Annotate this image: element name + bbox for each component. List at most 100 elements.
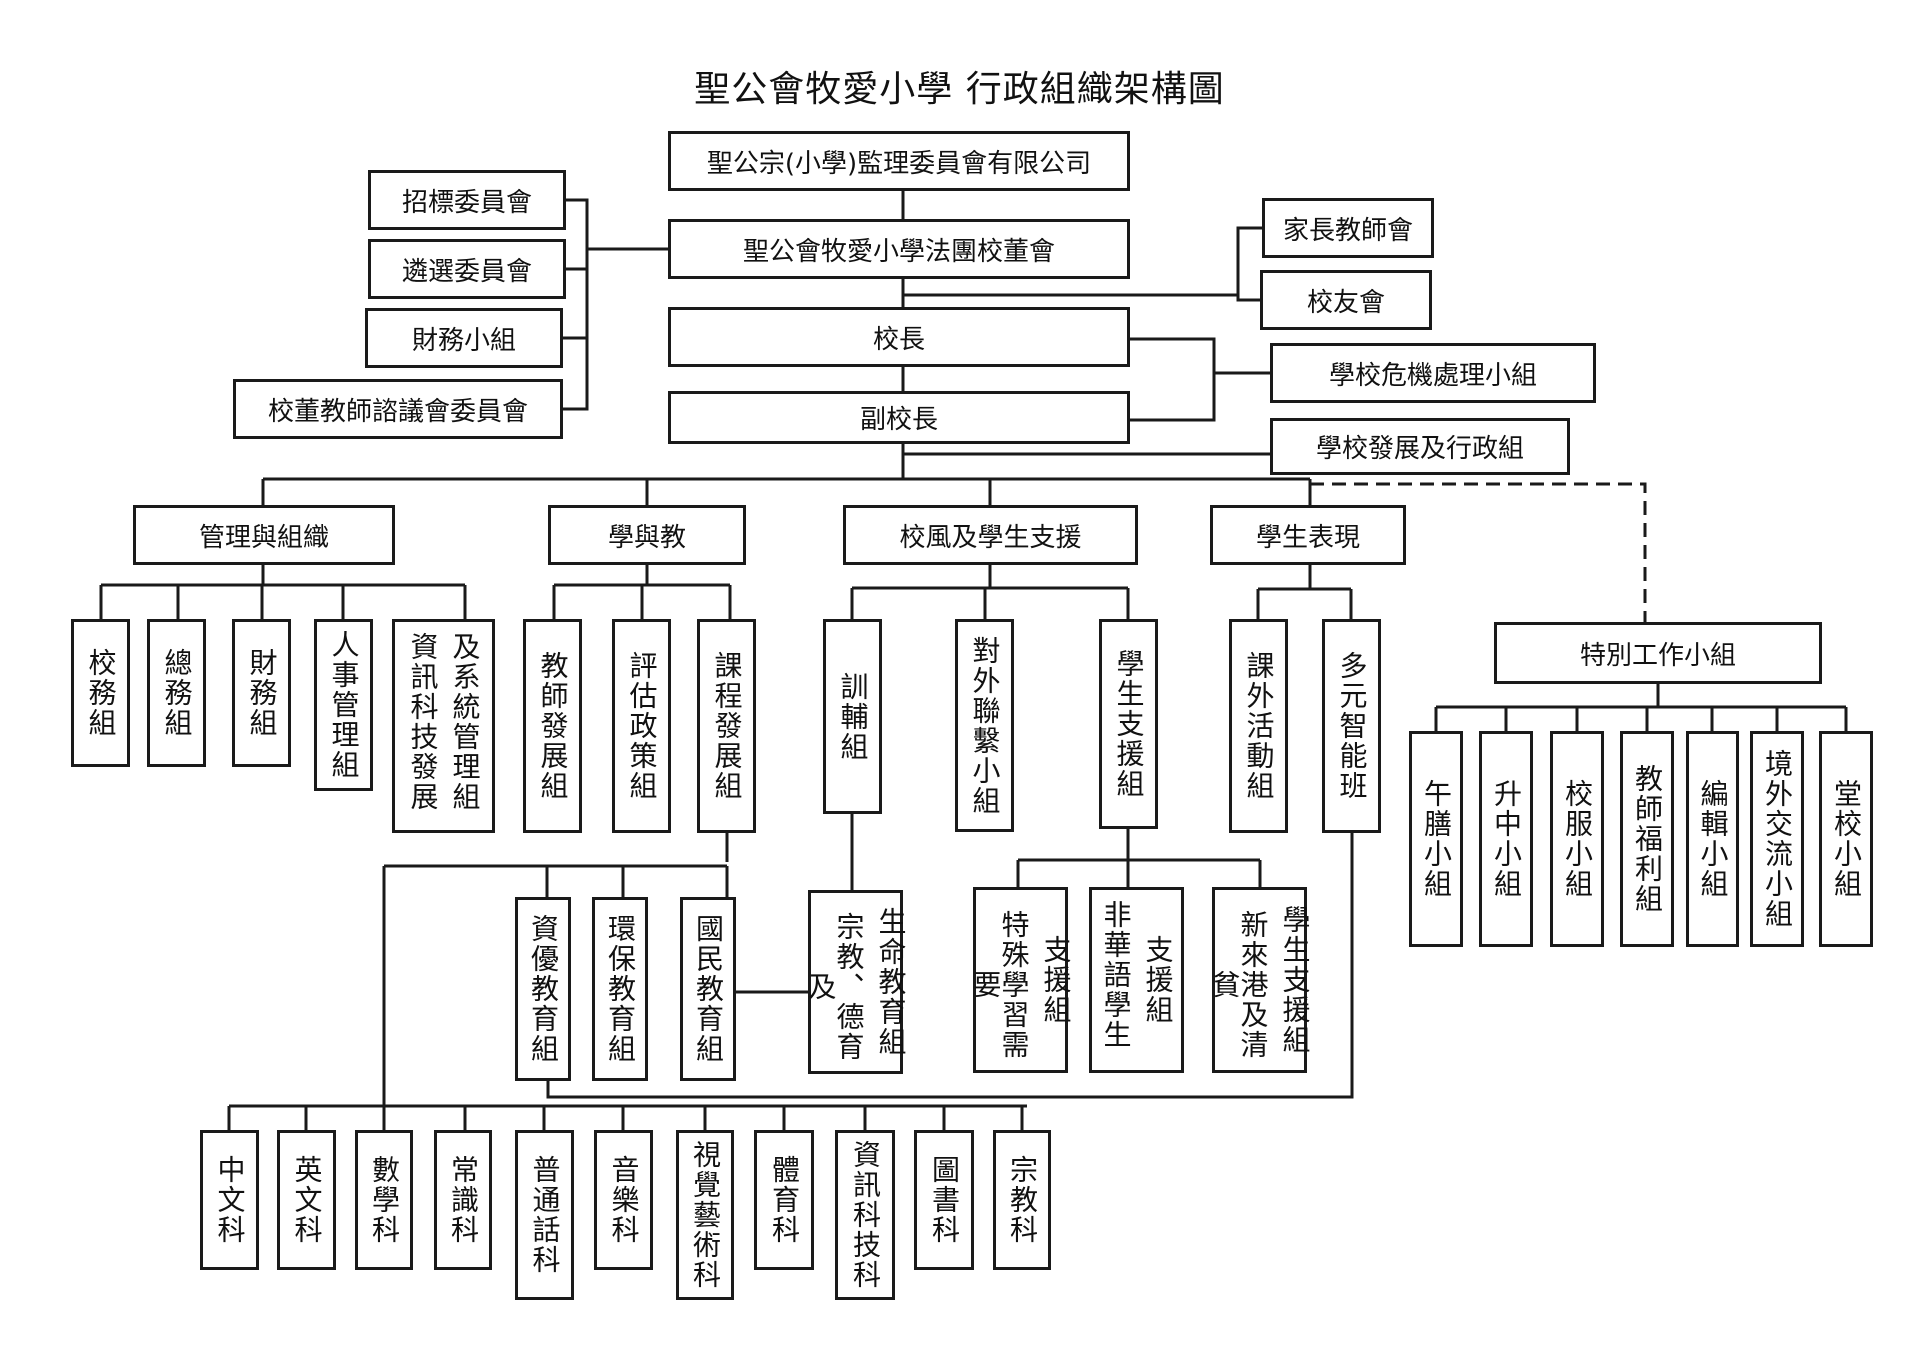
node-vice-principal[interactable]: 副校長 (668, 391, 1130, 444)
node-label: 財務小組 (411, 325, 516, 356)
node-mgmt-group[interactable]: 資訊科技發展及系統管理組 (392, 619, 495, 833)
node-division-performance[interactable]: 學生表現 (1210, 505, 1406, 565)
connector-associations-bracket (1236, 226, 1262, 302)
node-subject[interactable]: 普通話科 (515, 1130, 574, 1300)
node-ethos-group[interactable]: 對外聯繫小組 (955, 619, 1014, 832)
node-mgmt-group[interactable]: 校務組 (71, 619, 130, 767)
node-label: 學校發展及行政組 (1315, 434, 1524, 464)
node-performance-group[interactable]: 多元智能班 (1322, 619, 1381, 833)
node-label: 校董教師諮議會委員會 (267, 396, 528, 427)
node-label-column: 評估政策組 (625, 651, 659, 801)
node-dev-admin[interactable]: 學校發展及行政組 (1270, 418, 1570, 475)
node-label-column: 圖書科 (928, 1155, 961, 1245)
node-school-board[interactable]: 聖公會牧愛小學法團校董會 (668, 219, 1130, 279)
node-special-group[interactable]: 境外交流小組 (1750, 731, 1804, 947)
node-subject[interactable]: 體育科 (754, 1130, 814, 1270)
node-label-column: 多元智能班 (1335, 651, 1369, 801)
node-subject[interactable]: 圖書科 (914, 1130, 974, 1270)
node-support-group[interactable]: 非華語學生支援組 (1089, 887, 1184, 1073)
node-curriculum-group[interactable]: 國民教育組 (680, 897, 736, 1081)
node-learning-group[interactable]: 評估政策組 (612, 619, 671, 833)
node-learning-group[interactable]: 教師發展組 (523, 619, 582, 833)
node-label-column: 音樂科 (607, 1155, 641, 1245)
node-label: 校長 (872, 324, 925, 355)
node-label-column: 訓輔組 (836, 671, 870, 762)
node-label-column: 資優教育組 (527, 914, 560, 1064)
node-principal[interactable]: 校長 (668, 307, 1130, 367)
node-special-group[interactable]: 編輯小組 (1686, 731, 1739, 947)
node-subject[interactable]: 視覺藝術科 (676, 1130, 734, 1300)
node-label-column: 常識科 (447, 1155, 480, 1245)
node-label: 校友會 (1306, 287, 1385, 318)
node-mgmt-group[interactable]: 人事管理組 (314, 619, 373, 791)
node-label-column: 資訊科技發展 (406, 632, 440, 812)
node-label-column: 總務組 (160, 648, 194, 738)
node-division-special[interactable]: 特別工作小組 (1494, 622, 1822, 684)
node-label-column: 支援組 (1039, 935, 1073, 1025)
node-label-column: 對外聯繫小組 (968, 635, 1002, 816)
node-special-group[interactable]: 升中小組 (1479, 731, 1533, 947)
node-label: 特別工作小組 (1579, 640, 1736, 671)
node-special-group[interactable]: 教師福利組 (1620, 731, 1674, 947)
chart-title: 聖公會牧愛小學 行政組織架構圖 (694, 69, 1225, 110)
node-pta[interactable]: 家長教師會 (1262, 198, 1434, 258)
node-label-column: 普通話科 (528, 1155, 562, 1275)
node-label: 學與教 (607, 522, 686, 553)
node-board-teacher-council[interactable]: 校董教師諮議會委員會 (233, 379, 563, 439)
node-subject[interactable]: 中文科 (200, 1130, 259, 1270)
node-label: 學校危機處理小組 (1328, 360, 1537, 391)
node-subject[interactable]: 資訊科技科 (835, 1130, 895, 1300)
node-label-column: 境外交流小組 (1761, 749, 1794, 929)
node-curriculum-group[interactable]: 資優教育組 (515, 897, 571, 1081)
node-selection-committee[interactable]: 遴選委員會 (368, 239, 566, 299)
node-subject[interactable]: 常識科 (434, 1130, 492, 1270)
node-curriculum-group[interactable]: 宗教、德育及生命教育組 (805, 890, 908, 1074)
node-special-group[interactable]: 堂校小組 (1819, 731, 1873, 947)
node-division-learning[interactable]: 學與教 (548, 505, 746, 565)
node-label-column: 課程發展組 (710, 651, 744, 801)
node-label-column: 生命教育組 (874, 907, 908, 1057)
connector-crisis-bracket (1130, 337, 1216, 422)
node-label-column: 校務組 (84, 648, 118, 738)
node-label-column: 教師福利組 (1631, 764, 1664, 914)
node-subject[interactable]: 英文科 (277, 1130, 336, 1270)
node-label-column: 人事管理組 (327, 630, 361, 780)
node-special-group[interactable]: 午膳小組 (1409, 731, 1463, 947)
node-subject[interactable]: 宗教科 (993, 1130, 1051, 1270)
node-subject[interactable]: 音樂科 (594, 1130, 653, 1270)
node-alumni[interactable]: 校友會 (1260, 270, 1432, 330)
node-crisis-team[interactable]: 學校危機處理小組 (1270, 343, 1596, 403)
node-label-column: 資訊科技科 (849, 1140, 882, 1290)
connector-committees-bracket (563, 198, 589, 411)
node-label: 校風及學生支援 (899, 522, 1082, 553)
node-label: 家長教師會 (1282, 215, 1413, 246)
node-label-column: 午膳小組 (1420, 779, 1453, 899)
node-label: 副校長 (859, 405, 938, 435)
node-ethos-group[interactable]: 訓輔組 (823, 619, 882, 814)
node-label-column: 非華語學生 (1099, 900, 1133, 1050)
node-learning-group[interactable]: 課程發展組 (697, 619, 756, 833)
node-mgmt-group[interactable]: 總務組 (147, 619, 206, 767)
node-ethos-group[interactable]: 學生支援組 (1099, 619, 1158, 829)
node-subject[interactable]: 數學科 (355, 1130, 413, 1270)
node-label-column: 升中小組 (1490, 779, 1523, 899)
node-mgmt-group[interactable]: 財務組 (232, 619, 291, 767)
node-curriculum-group[interactable]: 環保教育組 (592, 897, 648, 1081)
node-label-column: 及系統管理組 (448, 632, 482, 812)
node-supervisory-committee[interactable]: 聖公宗(小學)監理委員會有限公司 (668, 131, 1130, 191)
node-label: 遴選委員會 (401, 256, 532, 287)
node-performance-group[interactable]: 課外活動組 (1229, 619, 1288, 833)
node-label-column: 中文科 (213, 1155, 247, 1245)
node-label-column: 環保教育組 (604, 914, 637, 1064)
node-label-column: 特殊學習需要 (969, 910, 1031, 1060)
node-label-column: 校服小組 (1561, 779, 1594, 899)
node-label: 管理與組織 (198, 522, 329, 553)
node-support-group[interactable]: 新來港及清貧學生支援組 (1209, 887, 1312, 1073)
node-division-management[interactable]: 管理與組織 (133, 505, 395, 565)
node-label-column: 支援組 (1141, 935, 1175, 1025)
node-support-group[interactable]: 特殊學習需要支援組 (969, 887, 1073, 1073)
node-division-ethos[interactable]: 校風及學生支援 (843, 505, 1138, 565)
node-tender-committee[interactable]: 招標委員會 (368, 170, 566, 230)
node-finance-team[interactable]: 財務小組 (365, 308, 563, 368)
node-special-group[interactable]: 校服小組 (1550, 731, 1604, 947)
